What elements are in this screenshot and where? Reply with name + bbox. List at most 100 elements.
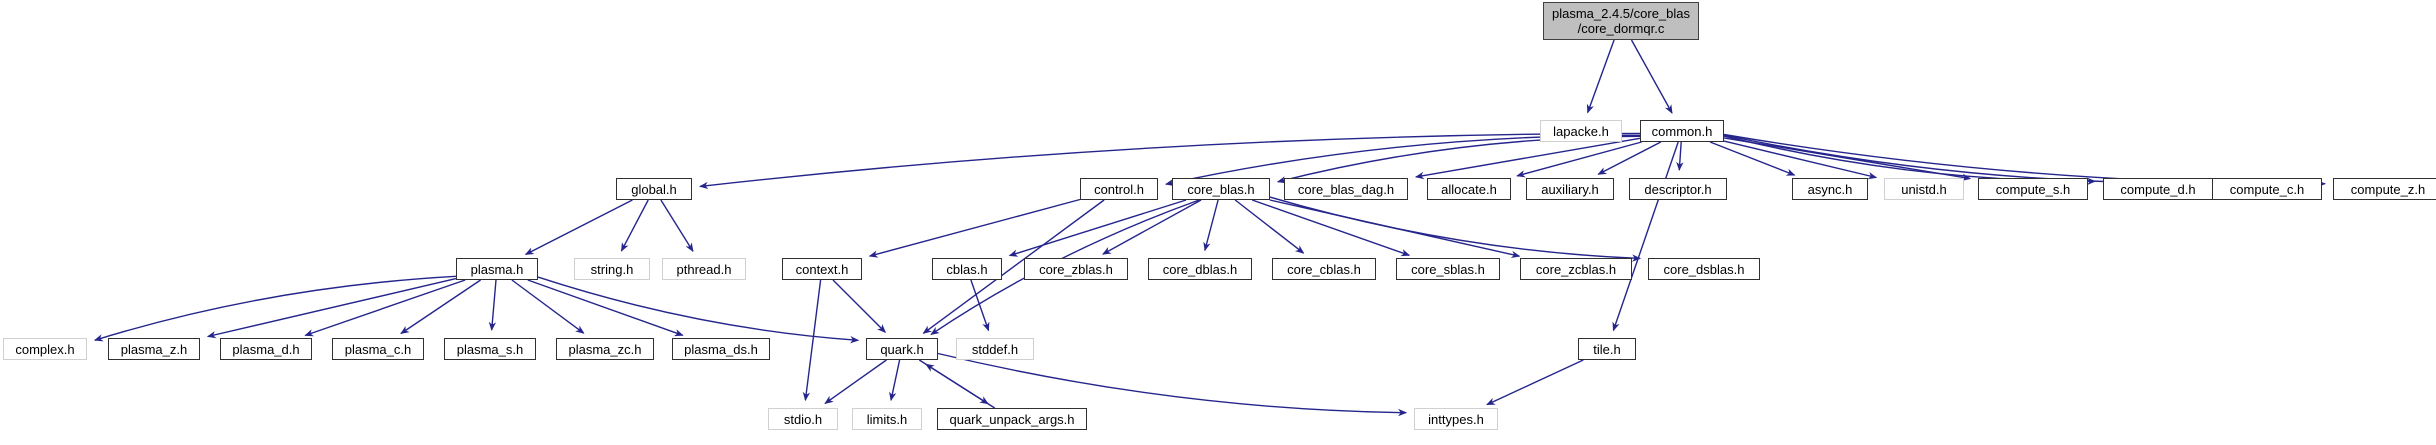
graph-node-label: inttypes.h: [1428, 411, 1484, 427]
graph-edge-cblas-to-stddef: [970, 279, 990, 332]
graph-edge-common-to-auxiliary: [1597, 141, 1662, 175]
graph-node-label: async.h: [1807, 181, 1853, 197]
graph-node-plasma_z[interactable]: plasma_z.h: [108, 338, 200, 360]
graph-node-plasma[interactable]: plasma.h: [456, 258, 538, 280]
graph-node-core_cblas[interactable]: core_cblas.h: [1272, 258, 1376, 280]
graph-node-label: compute_s.h: [1995, 181, 2071, 197]
graph-node-compute_z[interactable]: compute_z.h: [2333, 178, 2436, 200]
graph-edge-control-to-context: [868, 198, 1081, 258]
graph-edge-common-to-compute_d: [1723, 135, 2097, 186]
graph-node-label: plasma_2.4.5/core_blas /core_dormqr.c: [1551, 6, 1691, 36]
graph-node-limits[interactable]: limits.h: [852, 408, 922, 430]
graph-node-core_dblas[interactable]: core_dblas.h: [1148, 258, 1252, 280]
graph-node-plasma_zc[interactable]: plasma_zc.h: [556, 338, 654, 360]
graph-node-control[interactable]: control.h: [1080, 178, 1158, 200]
graph-node-label: plasma_d.h: [232, 341, 300, 357]
graph-node-label: core_sblas.h: [1411, 261, 1485, 277]
graph-node-label: cblas.h: [946, 261, 988, 277]
graph-node-core_blas_dag[interactable]: core_blas_dag.h: [1284, 178, 1408, 200]
graph-node-auxiliary[interactable]: auxiliary.h: [1526, 178, 1614, 200]
graph-node-quark_unpack_args[interactable]: quark_unpack_args.h: [937, 408, 1087, 430]
graph-edge-quark_unpack_args-to-quarkreal: [925, 363, 996, 409]
graph-edge-plasma-to-quarkreal: [537, 276, 860, 344]
graph-node-label: plasma.h: [470, 261, 524, 277]
graph-edge-common-to-core_blas_dag: [1414, 137, 1641, 180]
graph-node-root[interactable]: plasma_2.4.5/core_blas /core_dormqr.c: [1543, 2, 1699, 40]
graph-edge-plasma-to-plasma_d: [304, 279, 466, 337]
graph-node-label: descriptor.h: [1644, 181, 1712, 197]
graph-node-label: pthread.h: [676, 261, 732, 277]
graph-node-compute_d[interactable]: compute_d.h: [2103, 178, 2213, 200]
graph-edge-global-to-string: [620, 199, 649, 252]
graph-edge-root-to-lapacke: [1586, 39, 1615, 114]
graph-node-core_blas[interactable]: core_blas.h: [1172, 178, 1270, 200]
graph-edge-context-to-quarkreal: [832, 279, 887, 334]
graph-node-common[interactable]: common.h: [1640, 120, 1724, 142]
graph-node-global[interactable]: global.h: [616, 178, 692, 200]
graph-node-label: context.h: [795, 261, 849, 277]
graph-node-label: compute_z.h: [2350, 181, 2426, 197]
graph-node-label: plasma_s.h: [456, 341, 524, 357]
graph-node-async[interactable]: async.h: [1792, 178, 1868, 200]
graph-node-core_zcblas[interactable]: core_zcblas.h: [1520, 258, 1632, 280]
graph-edge-core_blas-to-core_zblas: [1102, 199, 1202, 255]
graph-node-core_sblas[interactable]: core_sblas.h: [1396, 258, 1500, 280]
graph-node-label: core_cblas.h: [1287, 261, 1361, 277]
graph-node-lapacke[interactable]: lapacke.h: [1540, 120, 1622, 142]
graph-edge-plasma-to-plasma_s: [488, 279, 497, 331]
graph-node-plasma_c[interactable]: plasma_c.h: [332, 338, 424, 360]
graph-edge-common-to-compute_c: [1723, 134, 2205, 187]
graph-node-string[interactable]: string.h: [574, 258, 650, 280]
graph-node-label: lapacke.h: [1553, 123, 1609, 139]
graph-node-label: core_zblas.h: [1039, 261, 1113, 277]
graph-node-descriptor[interactable]: descriptor.h: [1629, 178, 1727, 200]
graph-node-label: unistd.h: [1901, 181, 1947, 197]
graph-node-label: plasma_c.h: [344, 341, 412, 357]
graph-edge-quarkreal-to-limits: [889, 359, 901, 402]
graph-edge-plasma-to-complex: [93, 275, 457, 342]
graph-node-label: common.h: [1651, 123, 1713, 139]
graph-node-label: plasma_ds.h: [684, 341, 758, 357]
graph-edge-quarkreal-to-quark_unpack_args: [918, 359, 989, 405]
graph-node-quarkreal[interactable]: quark.h: [866, 338, 938, 360]
graph-node-complex[interactable]: complex.h: [3, 338, 87, 360]
graph-node-label: core_dsblas.h: [1663, 261, 1745, 277]
graph-edge-common-to-descriptor: [1676, 141, 1684, 171]
graph-node-plasma_d[interactable]: plasma_d.h: [220, 338, 312, 360]
graph-node-pthread[interactable]: pthread.h: [662, 258, 746, 280]
graph-node-allocate[interactable]: allocate.h: [1427, 178, 1511, 200]
graph-edge-quarkreal-to-stdio: [824, 359, 887, 404]
graph-edge-common-to-tile: [1612, 141, 1679, 332]
graph-node-plasma_ds[interactable]: plasma_ds.h: [672, 338, 770, 360]
graph-node-label: control.h: [1094, 181, 1144, 197]
graph-node-label: global.h: [631, 181, 677, 197]
graph-node-tile[interactable]: tile.h: [1578, 338, 1636, 360]
graph-edge-core_blas-to-core_zcblas: [1269, 199, 1521, 259]
graph-node-label: string.h: [590, 261, 634, 277]
graph-node-plasma_s[interactable]: plasma_s.h: [444, 338, 536, 360]
graph-node-label: auxiliary.h: [1541, 181, 1599, 197]
graph-node-label: core_zcblas.h: [1535, 261, 1617, 277]
graph-node-label: plasma_zc.h: [568, 341, 642, 357]
graph-edge-common-to-allocate: [1516, 141, 1642, 178]
graph-node-stdio[interactable]: stdio.h: [768, 408, 838, 430]
graph-edge-common-to-control: [1165, 134, 1641, 187]
graph-edge-quarkreal-to-inttypes: [937, 352, 1408, 417]
graph-node-core_dsblas[interactable]: core_dsblas.h: [1648, 258, 1760, 280]
graph-node-label: compute_c.h: [2229, 181, 2305, 197]
graph-node-label: quark.h: [880, 341, 924, 357]
graph-node-core_zblas[interactable]: core_zblas.h: [1024, 258, 1128, 280]
graph-edge-core_blas-to-core_sblas: [1251, 199, 1411, 257]
graph-node-unistd[interactable]: unistd.h: [1884, 178, 1964, 200]
graph-edge-core_blas-to-core_cblas: [1234, 199, 1305, 254]
graph-node-context[interactable]: context.h: [782, 258, 862, 280]
graph-node-label: quark_unpack_args.h: [949, 411, 1075, 427]
graph-node-cblas[interactable]: cblas.h: [932, 258, 1002, 280]
graph-node-inttypes[interactable]: inttypes.h: [1414, 408, 1498, 430]
graph-node-compute_s[interactable]: compute_s.h: [1978, 178, 2088, 200]
graph-node-compute_c[interactable]: compute_c.h: [2212, 178, 2322, 200]
graph-node-stddef[interactable]: stddef.h: [956, 338, 1034, 360]
graph-node-label: core_blas_dag.h: [1297, 181, 1395, 197]
graph-edge-core_blas-to-core_dblas: [1203, 199, 1219, 252]
